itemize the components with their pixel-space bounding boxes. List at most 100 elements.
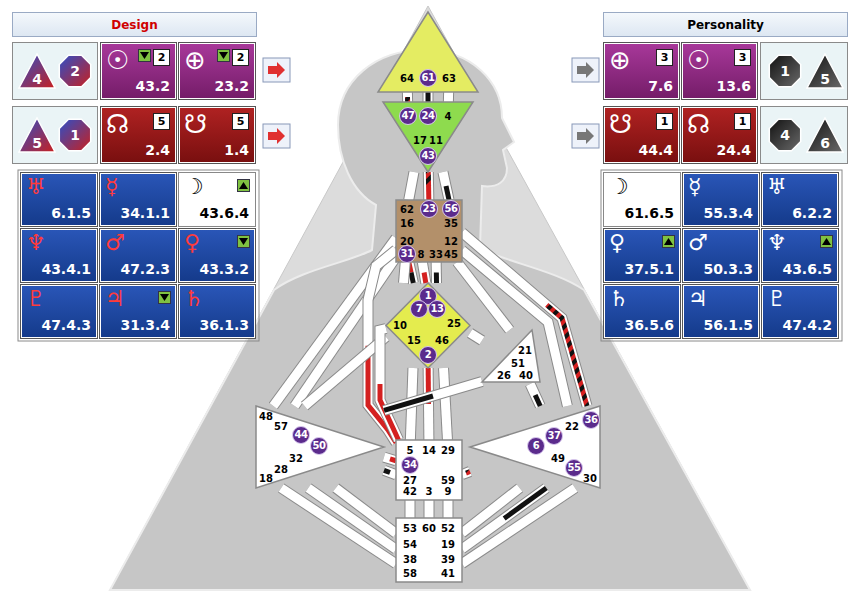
gate-line: 37.5.1	[624, 261, 674, 277]
gate-number: 23	[420, 200, 438, 218]
energy-center: 21512640	[482, 330, 540, 384]
line-badge: 2	[232, 49, 249, 66]
channel	[429, 500, 430, 518]
gate-number: 3	[426, 486, 433, 497]
channel-outline	[404, 262, 406, 283]
planet-cell: ♂50.3.3	[682, 228, 760, 283]
channel	[407, 92, 408, 102]
line-number: 1	[780, 63, 790, 79]
channel	[436, 262, 437, 283]
planet-glyph: ☋	[609, 111, 632, 137]
gate-number: 47	[399, 107, 417, 125]
planet-cell: ♇47.4.3	[20, 284, 98, 339]
line-icons: 15	[760, 42, 848, 100]
gate-line: 47.4.3	[41, 317, 91, 333]
gate-number: 32	[289, 453, 303, 464]
energy-center: 622356163520123183345	[396, 200, 462, 262]
planet-glyph: ♀	[184, 232, 200, 254]
gate-number: 5	[407, 445, 414, 456]
channel-band	[281, 488, 396, 564]
gate-line: 6.2.2	[792, 205, 832, 221]
channel	[462, 472, 470, 475]
gate-number: 46	[435, 335, 449, 346]
channel	[530, 384, 540, 406]
line-number: 1	[70, 127, 80, 143]
channel	[448, 92, 449, 102]
activation-cell: ☊52.4	[100, 106, 177, 164]
channel	[384, 470, 396, 474]
planet-cell: ♀ 37.5.1	[603, 228, 681, 283]
aspect-marker	[237, 235, 250, 248]
activation-cell: ☋51.4	[178, 106, 256, 164]
line-badge: 3	[734, 49, 751, 66]
gate-line: 50.3.3	[703, 261, 753, 277]
activation-cell: ☉243.2	[100, 42, 177, 100]
channel-band	[422, 262, 426, 283]
gate-number: 9	[445, 486, 452, 497]
aspect-marker	[138, 49, 151, 62]
channel-outline	[443, 172, 449, 200]
planet-glyph: ☿	[688, 176, 702, 198]
energy-center: 536052541938395841	[396, 518, 462, 582]
gate-line: 24.4	[716, 142, 751, 158]
channel-activation	[384, 396, 433, 410]
channel	[380, 329, 399, 441]
line-icons: 42	[12, 42, 98, 100]
gate-number: 40	[519, 370, 533, 381]
gate-line: 43.4.1	[41, 261, 91, 277]
energy-center: 47244171143	[383, 102, 473, 172]
gate-number: 19	[441, 539, 455, 550]
channel-band	[462, 472, 470, 475]
gate-number: 59	[441, 475, 455, 486]
channel-outline	[462, 488, 575, 564]
activation-cell: ⊕37.6	[603, 42, 680, 100]
gate-number: 4	[445, 111, 452, 122]
channel-outline	[305, 337, 386, 406]
channel	[448, 500, 449, 518]
gate-number: 8	[418, 249, 425, 260]
activation-cell: ☊124.4	[681, 106, 758, 164]
channel-outline	[423, 172, 435, 200]
channel	[404, 262, 406, 283]
planet-glyph: ♂	[105, 232, 125, 254]
planet-cell: ♄36.1.3	[178, 284, 256, 339]
planet-cell: ☿34.1.1	[99, 172, 177, 227]
gate-line: 61.6.5	[624, 205, 674, 221]
planet-glyph: ☉	[687, 47, 710, 73]
gate-number: 31	[398, 245, 416, 263]
channel	[470, 333, 482, 341]
planet-glyph: ♀	[609, 232, 625, 254]
channel-outline	[470, 333, 482, 341]
channel	[443, 172, 449, 200]
gate-number: 54	[403, 539, 417, 550]
planet-cell: ♅6.1.5	[20, 172, 98, 227]
gate-number: 18	[259, 473, 273, 484]
channel-band	[384, 382, 482, 411]
panel-frame	[18, 170, 259, 341]
planet-glyph: ☋	[184, 111, 207, 137]
gate-number: 60	[422, 523, 436, 534]
line-number: 5	[32, 135, 42, 151]
planet-glyph: ♄	[184, 288, 204, 310]
channel-band	[444, 368, 448, 440]
planet-cell: ♃56.1.5	[682, 284, 760, 339]
gate-number: 38	[403, 554, 417, 565]
gate-line: 43.6.5	[782, 261, 832, 277]
gate-line: 13.6	[716, 78, 751, 94]
gate-line: 43.2	[135, 78, 170, 94]
planet-cell: ♆43.4.1	[20, 228, 98, 283]
channel-band	[444, 500, 453, 518]
gate-number: 2	[419, 346, 437, 364]
channel-band	[432, 262, 441, 283]
panel-frame	[601, 170, 842, 341]
gate-number: 6	[527, 437, 545, 455]
gate-number: 52	[441, 523, 455, 534]
gate-number: 39	[441, 554, 455, 565]
channel-outline	[443, 500, 454, 518]
line-badge: 5	[232, 113, 249, 130]
gate-number: 48	[259, 411, 273, 422]
channel-outline	[380, 329, 399, 441]
gate-number: 41	[441, 568, 455, 579]
gate-number: 11	[429, 135, 443, 146]
gate-number: 50	[310, 437, 328, 455]
